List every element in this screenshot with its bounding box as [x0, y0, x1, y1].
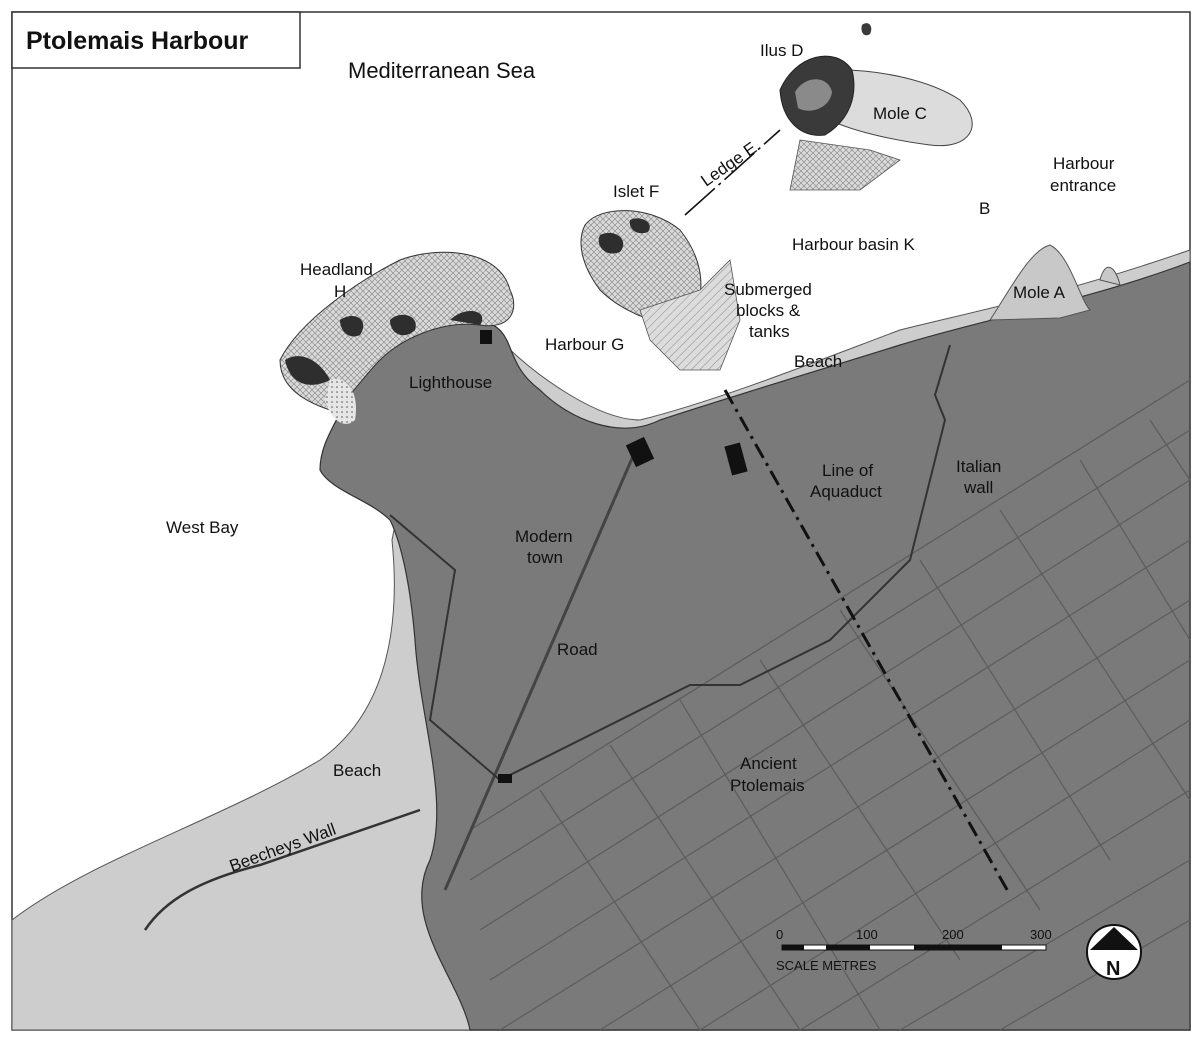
ancient-street-grid — [469, 379, 1191, 1031]
label-harbour-basin: Harbour basin K — [792, 235, 916, 254]
label-islet-f: Islet F — [613, 182, 659, 201]
building-block — [724, 442, 748, 476]
scale-label: SCALE METRES — [776, 958, 877, 973]
ledge-e — [684, 129, 781, 216]
label-italian-1: Italian — [956, 457, 1001, 476]
label-line-of-1: Line of — [822, 461, 873, 480]
label-harbour-entrance-1: Harbour — [1053, 154, 1115, 173]
ilus-d-core — [795, 79, 832, 111]
label-submerged-2: blocks & — [736, 301, 801, 320]
scale-tick-300: 300 — [1030, 927, 1052, 942]
label-road: Road — [557, 640, 598, 659]
label-submerged-1: Submerged — [724, 280, 812, 299]
scale-bar: 0 100 200 300 SCALE METRES — [776, 927, 1052, 973]
mole-a — [989, 244, 1091, 321]
mole-c-submerged — [789, 139, 901, 191]
label-ilus-d: Ilus D — [760, 41, 803, 60]
west-beach — [11, 499, 471, 1031]
scale-tick-0: 0 — [776, 927, 783, 942]
italian-wall-west — [389, 514, 501, 781]
beecheys-wall — [143, 808, 421, 931]
submerged-blocks — [639, 259, 741, 371]
map-title: Ptolemais Harbour — [26, 27, 249, 55]
islet-rock — [629, 218, 650, 234]
lighthouse-block — [480, 330, 492, 344]
headland-rock — [340, 315, 364, 337]
label-headland-2: H — [334, 282, 346, 301]
label-beach-west: Beach — [333, 761, 381, 780]
mole-c — [829, 69, 973, 147]
label-italian-2: wall — [963, 478, 993, 497]
headland-rock — [390, 314, 416, 336]
building-block — [498, 774, 512, 783]
mole-a-tip — [1099, 267, 1121, 286]
label-sea: Mediterranean Sea — [348, 58, 536, 83]
label-lighthouse: Lighthouse — [409, 373, 492, 392]
building-block — [625, 436, 655, 468]
scale-tick-100: 100 — [856, 927, 878, 942]
label-line-of-2: Aquaduct — [810, 482, 882, 501]
headland-rock — [450, 310, 483, 325]
label-mole-a: Mole A — [1013, 283, 1066, 302]
label-west-bay: West Bay — [166, 518, 239, 537]
label-beach-north: Beach — [794, 352, 842, 371]
label-mole-c: Mole C — [873, 104, 927, 123]
title-box — [11, 11, 301, 69]
label-ancient-1: Ancient — [740, 754, 797, 773]
label-b: B — [979, 199, 990, 218]
label-harbour-entrance-2: entrance — [1050, 176, 1116, 195]
headland-dots — [325, 379, 356, 424]
scale-tick-200: 200 — [942, 927, 964, 942]
label-headland-1: Headland — [300, 260, 373, 279]
rock-islet — [861, 23, 872, 36]
label-ancient-2: Ptolemais — [730, 776, 805, 795]
north-arrow-icon: N — [1086, 924, 1142, 980]
label-modern-2: town — [527, 548, 563, 567]
label-harbour-g: Harbour G — [545, 335, 624, 354]
label-modern-1: Modern — [515, 527, 573, 546]
italian-wall — [499, 344, 951, 781]
road — [443, 439, 642, 891]
north-label: N — [1106, 958, 1120, 980]
headland-rock — [285, 356, 330, 385]
islet-rock — [598, 232, 624, 254]
label-submerged-3: tanks — [749, 322, 790, 341]
aquaduct-line — [723, 389, 1012, 896]
